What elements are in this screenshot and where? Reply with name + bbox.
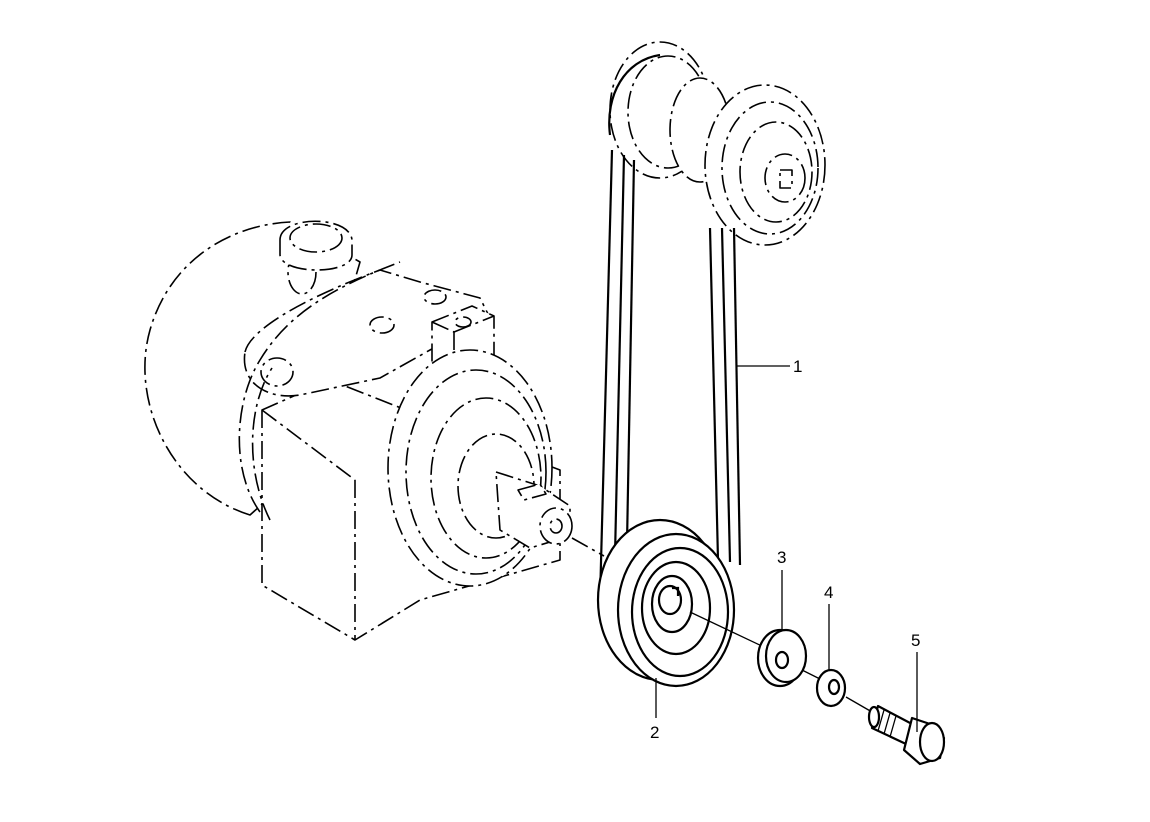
axis-line-motor — [571, 537, 605, 557]
axis-line-1 — [689, 611, 767, 649]
bolt — [867, 704, 946, 766]
callout-2: 2 — [650, 723, 659, 742]
lower-pulley — [596, 518, 736, 688]
belt — [598, 53, 742, 601]
lock-washer — [815, 668, 847, 708]
washer — [756, 628, 808, 688]
callout-3: 3 — [777, 548, 786, 567]
axis-line-3 — [845, 696, 873, 713]
motor-housing — [144, 220, 573, 641]
callout-4: 4 — [824, 583, 833, 602]
callout-1: 1 — [793, 357, 802, 376]
upper-pulley — [609, 41, 826, 246]
callout-5: 5 — [911, 631, 920, 650]
